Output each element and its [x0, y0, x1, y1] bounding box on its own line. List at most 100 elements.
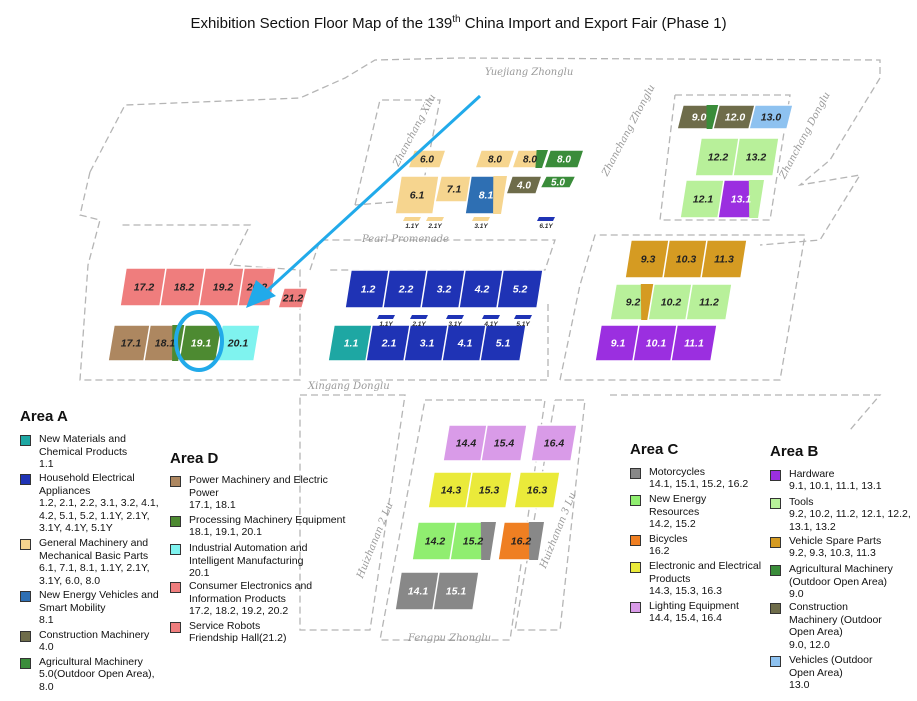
- hall-label: 21.2: [282, 293, 304, 305]
- hall-5.0: 5.0: [538, 175, 578, 189]
- hall-label: 4.2: [474, 284, 490, 296]
- hall-8.0: 8.0: [473, 149, 517, 169]
- hall-label: 5.1: [496, 338, 511, 350]
- hall-label: 4.1: [457, 338, 473, 350]
- hall-shape: [479, 324, 527, 362]
- hall-label: 12.2: [708, 152, 729, 164]
- hall-label: 10.1: [646, 338, 667, 350]
- block-outline: [89, 57, 881, 246]
- hall-10.1: 10.1: [632, 324, 680, 362]
- mini-hall-label: 4.1Y: [483, 321, 498, 328]
- hall-label: 18.1: [155, 338, 176, 350]
- block-outline: [79, 171, 301, 381]
- hall-4.2: 4.2: [458, 269, 506, 309]
- highlight-circle: [174, 310, 224, 372]
- mini-hall-shape: [472, 217, 490, 221]
- hall-split: [535, 150, 548, 168]
- hall-16.4: 16.4: [530, 424, 578, 462]
- hall-11.3: 11.3: [700, 239, 748, 279]
- hall-label: 11.2: [699, 297, 719, 309]
- hall-label: 13.0: [761, 112, 782, 124]
- hall-shape: [748, 104, 794, 130]
- hall-shape: [732, 137, 780, 177]
- legend-swatch: [170, 476, 181, 487]
- legend-swatch: [20, 631, 31, 642]
- hall-label: 16.2: [511, 536, 532, 548]
- hall-21.2: 21.2: [276, 287, 310, 309]
- hall-label: 15.3: [479, 485, 500, 497]
- hall-label: 11.3: [714, 254, 734, 266]
- mini-hall-shape: [377, 315, 395, 319]
- hall-shape: [504, 175, 544, 195]
- hall-label: 15.2: [463, 536, 484, 548]
- hall-6.1: 6.1: [394, 175, 440, 215]
- mini-hall-6.1Y: 6.1Y: [537, 217, 555, 230]
- hall-4.0: 4.0: [504, 175, 544, 195]
- hall-15.1: 15.1: [432, 571, 480, 611]
- hall-shape: [513, 471, 561, 509]
- hall-11.1: 11.1: [670, 324, 718, 362]
- hall-label: 15.4: [494, 438, 515, 450]
- hall-label: 8.0: [557, 155, 571, 166]
- mini-hall-label: 3.1Y: [448, 321, 462, 328]
- hall-label: 2.2: [398, 284, 414, 296]
- hall-14.1: 14.1: [394, 571, 442, 611]
- hall-label: 1.1: [344, 338, 359, 350]
- hall-label: 16.3: [527, 485, 548, 497]
- mini-hall-2.1Y: 2.1Y: [410, 315, 428, 328]
- hall-17.1: 17.1: [107, 324, 155, 362]
- hall-20.1: 20.1: [215, 324, 261, 362]
- hall-shape: [542, 149, 586, 169]
- legend-swatch: [770, 565, 781, 576]
- hall-shape: [685, 283, 733, 321]
- mini-hall-label: 2.1Y: [411, 321, 426, 328]
- hall-16.2: 16.2: [497, 521, 545, 561]
- block-outline: [610, 394, 882, 431]
- legend-swatch: [770, 498, 781, 509]
- legend-swatch: [770, 537, 781, 548]
- hall-label: 14.1: [408, 586, 429, 598]
- legend-swatch: [170, 582, 181, 593]
- hall-10.2: 10.2: [647, 283, 695, 321]
- hall-label: 14.4: [456, 438, 477, 450]
- mini-hall-shape: [446, 315, 464, 319]
- hall-label: 19.2: [213, 282, 234, 294]
- location-marker: [174, 94, 482, 372]
- hall-label: 14.2: [425, 536, 446, 548]
- hall-label: 7.1: [447, 184, 462, 196]
- legend-swatch: [630, 535, 641, 546]
- hall-19.2: 19.2: [198, 267, 248, 307]
- hall-label: 10.3: [676, 254, 697, 266]
- mini-hall-label: 6.1Y: [539, 223, 553, 230]
- legend-area-b-title: Area B: [770, 443, 819, 460]
- hall-label: 17.2: [134, 282, 155, 294]
- hall-label: 14.3: [441, 485, 462, 497]
- hall-label: 6.1: [410, 190, 425, 202]
- hall-label: 5.2: [513, 284, 528, 296]
- hall-5.2: 5.2: [496, 269, 544, 309]
- hall-split: [493, 176, 507, 214]
- legend-swatch: [770, 470, 781, 481]
- hall-5.1: 5.1: [479, 324, 527, 362]
- legend-swatch: [20, 658, 31, 669]
- mini-hall-1.1Y: 1.1Y: [377, 315, 395, 328]
- legend-area-c-title: Area C: [630, 441, 679, 458]
- mini-hall-5.1Y: 5.1Y: [514, 315, 532, 328]
- hall-shape: [538, 175, 578, 189]
- hall-label: 12.1: [693, 194, 714, 206]
- legend-swatch: [20, 539, 31, 550]
- hall-17.2: 17.2: [119, 267, 169, 307]
- legend-swatch: [770, 603, 781, 614]
- hall-9.2: 9.2: [609, 283, 657, 321]
- hall-label: 9.1: [611, 338, 626, 350]
- hall-label: 5.0: [551, 178, 565, 189]
- legend-swatch: [170, 622, 181, 633]
- hall-label: 15.1: [446, 586, 467, 598]
- hall-split: [528, 522, 544, 560]
- mini-hall-label: 5.1Y: [516, 321, 530, 328]
- hall-label: 18.2: [174, 282, 195, 294]
- hall-12.1: 12.1: [679, 179, 727, 219]
- mini-hall-label: 1.1Y: [379, 321, 393, 328]
